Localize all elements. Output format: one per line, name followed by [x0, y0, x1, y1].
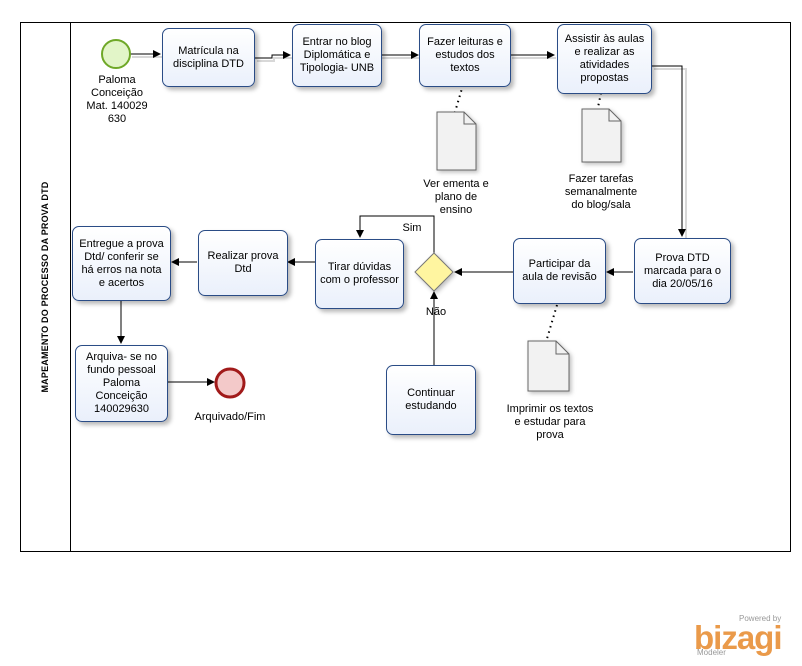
start-event — [101, 39, 131, 69]
association-revisao-imprimir — [545, 304, 558, 343]
task-label: Continuar estudando — [405, 387, 457, 412]
task-revisao[interactable]: Participar da aula de revisão — [513, 238, 606, 304]
flow-gateway-duvidas-sim — [356, 215, 435, 253]
task-label: Entregue a prova Dtd/ conferir se há err… — [79, 237, 164, 289]
gateway-yes-label: Sim — [402, 222, 422, 234]
flow-matricula-blog — [255, 51, 291, 59]
powered-by-text: Powered by — [739, 614, 782, 623]
task-label: Fazer leituras e estudos dos textos — [427, 36, 503, 74]
document-tarefas — [581, 108, 622, 163]
start-event-label: Paloma Conceição Mat. 140029 630 — [86, 74, 148, 125]
task-label: Prova DTD marcada para o dia 20/05/16 — [643, 251, 722, 290]
task-assistir[interactable]: Assistir às aulas e realizar as atividad… — [557, 24, 652, 94]
end-event — [214, 367, 246, 399]
task-leituras[interactable]: Fazer leituras e estudos dos textos — [419, 24, 511, 87]
task-realizar[interactable]: Realizar prova Dtd — [198, 230, 288, 296]
task-arquiva[interactable]: Arquiva- se no fundo pessoal Paloma Conc… — [75, 345, 168, 422]
task-matricula[interactable]: Matrícula na disciplina DTD — [162, 28, 255, 87]
flow-assistir-prova — [652, 65, 686, 237]
modeler-text: Modeler — [697, 648, 726, 657]
pool-header — [20, 22, 71, 552]
task-prova[interactable]: Prova DTD marcada para o dia 20/05/16 — [634, 238, 731, 304]
task-entregue[interactable]: Entregue a prova Dtd/ conferir se há err… — [72, 226, 171, 301]
association-leituras-ementa — [454, 84, 464, 113]
document-ementa — [436, 111, 477, 171]
task-label: Entrar no blog Diplomática e Tipologia- … — [299, 36, 375, 74]
task-label: Arquiva- se no fundo pessoal Paloma Conc… — [86, 351, 157, 415]
task-duvidas[interactable]: Tirar dúvidas com o professor — [315, 239, 404, 309]
bizagi-logo: bizagi — [694, 619, 783, 656]
task-continuar[interactable]: Continuar estudando — [386, 365, 476, 435]
task-label: Matrícula na disciplina DTD — [173, 44, 244, 70]
task-label: Realizar prova Dtd — [207, 250, 279, 275]
document-tarefas-label: Fazer tarefas semanalmente do blog/sala — [564, 173, 638, 211]
task-label: Participar da aula de revisão — [522, 258, 597, 283]
end-event-label: Arquivado/Fim — [194, 411, 266, 423]
document-imprimir-label: Imprimir os textos e estudar para prova — [506, 403, 594, 441]
pool — [20, 22, 791, 552]
task-entrar-blog[interactable]: Entrar no blog Diplomática e Tipologia- … — [292, 24, 382, 87]
document-ementa-label: Ver ementa e plano de ensino — [423, 178, 489, 216]
task-label: Tirar dúvidas com o professor — [320, 261, 399, 286]
document-imprimir — [527, 340, 570, 392]
task-label: Assistir às aulas e realizar as atividad… — [564, 33, 645, 84]
gateway-no-label: Não — [425, 306, 447, 318]
exclusive-gateway — [414, 252, 454, 292]
